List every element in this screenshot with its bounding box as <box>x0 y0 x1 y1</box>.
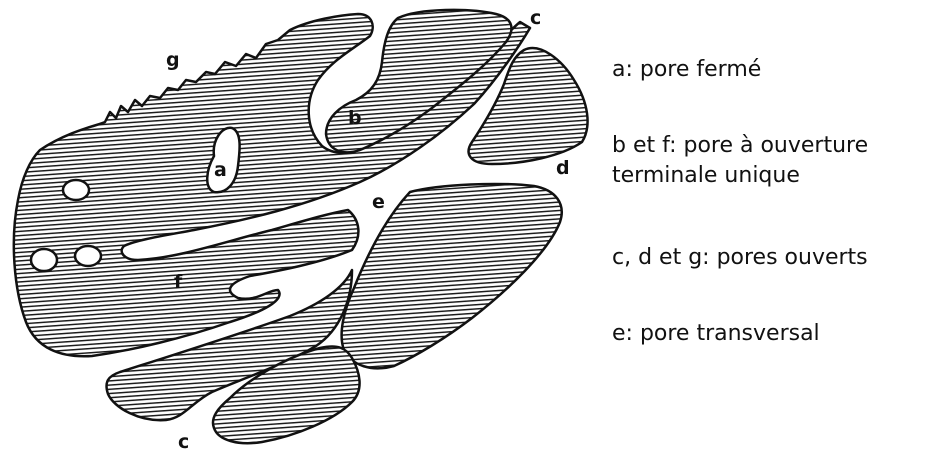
label-d: d <box>556 157 570 179</box>
legend-item-transverse-pore: e: pore transversal <box>612 319 820 349</box>
legend-item-single-opening-pore: b et f: pore à ouverture terminale uniqu… <box>612 131 927 191</box>
label-f: f <box>174 271 183 293</box>
legend-item-open-pores: c, d et g: pores ouverts <box>612 243 868 273</box>
label-e: e <box>372 191 385 213</box>
label-a: a <box>214 159 227 181</box>
closed-pore-small-2 <box>31 249 57 271</box>
label-c-bottom: c <box>178 431 189 452</box>
closed-pore-small-3 <box>75 246 101 266</box>
label-b: b <box>348 107 362 129</box>
label-c-top: c <box>530 7 541 29</box>
legend-item-closed-pore: a: pore fermé <box>612 55 761 85</box>
pore-diagram: g b a c d e f c <box>0 0 590 452</box>
closed-pore-small-1 <box>63 180 89 200</box>
label-g: g <box>166 49 180 71</box>
